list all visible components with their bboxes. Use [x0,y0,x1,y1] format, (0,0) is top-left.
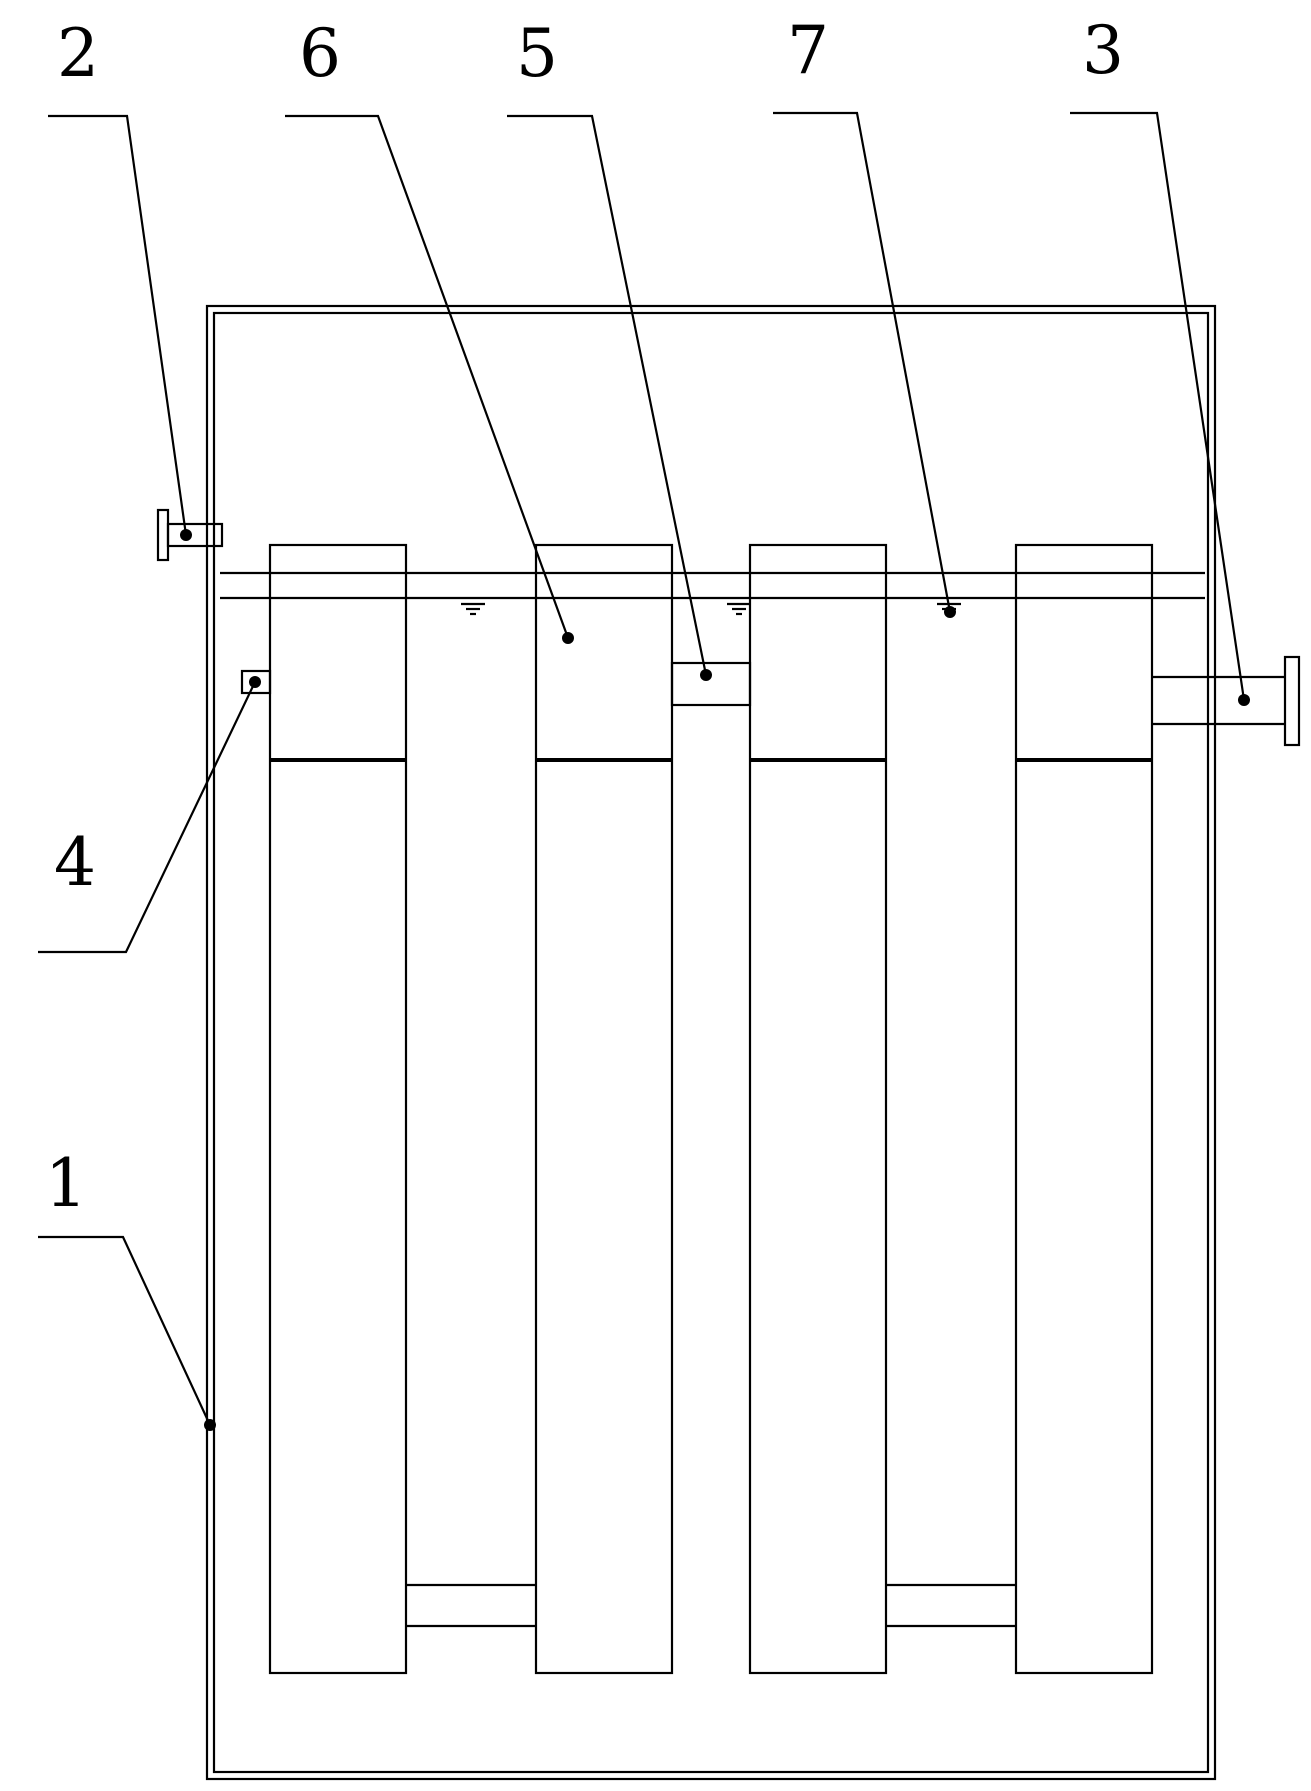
callout-label-5: 5 [516,15,558,92]
top-connecting-pipe [670,661,752,707]
callout-label-2: 2 [57,15,99,92]
leader-4 [38,676,261,954]
callout-label-6: 6 [299,15,341,92]
water-level-symbol-2 [727,602,751,616]
small-valve [240,669,272,695]
column-3 [748,543,888,1675]
column-2 [534,543,674,1675]
inlet-pipe [156,508,224,562]
callout-label-7: 7 [787,12,829,89]
leader-6 [285,114,574,644]
column-1 [268,543,408,1675]
callout-label-1: 1 [45,1145,87,1222]
bottom-pipe-right [886,1583,1016,1628]
callout-label-4: 4 [54,824,96,901]
leader-3 [1070,111,1250,706]
bottom-pipe-left [406,1583,536,1628]
leader-1 [38,1235,216,1431]
leader-2 [48,114,192,541]
callout-label-3: 3 [1082,12,1124,89]
water-level-lines [220,571,1205,600]
water-level-symbol-1 [461,602,485,616]
leader-5 [507,114,712,681]
tank-outer-wall [205,304,1217,1781]
column-4 [1014,543,1154,1675]
outlet-pipe [1152,655,1301,747]
leader-7 [773,111,956,618]
